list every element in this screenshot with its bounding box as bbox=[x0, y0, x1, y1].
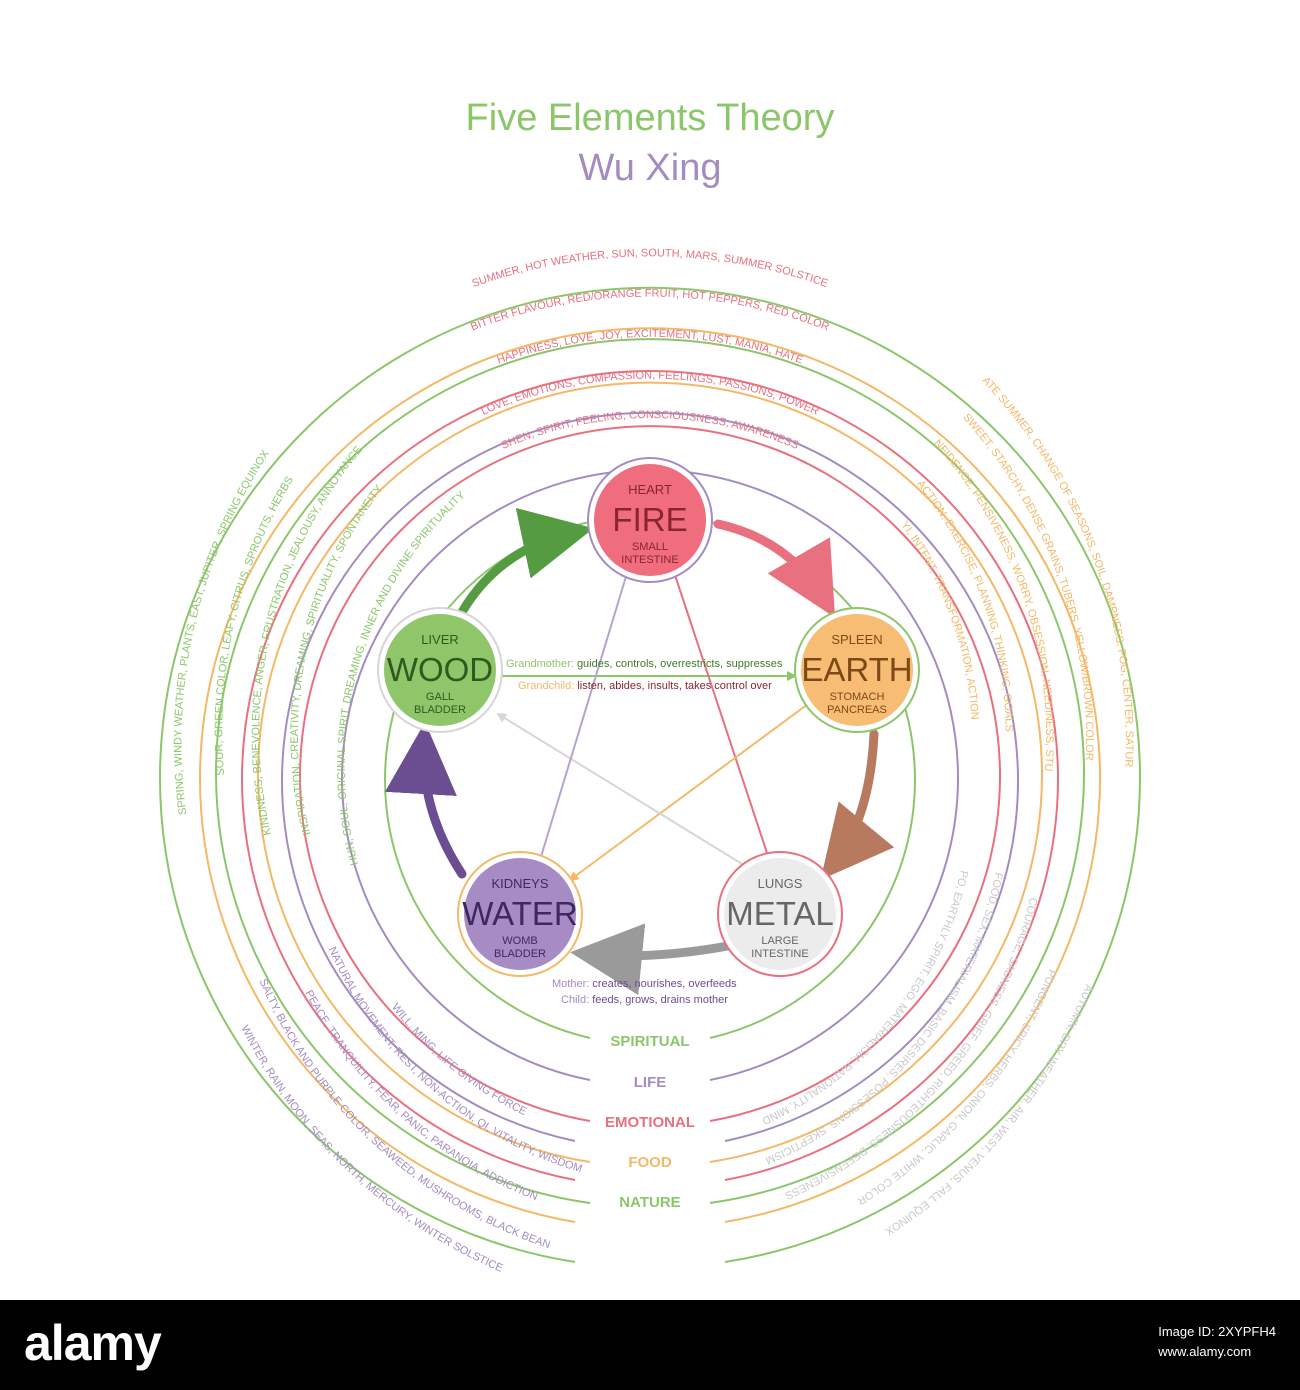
node-water-name: WATER bbox=[462, 895, 577, 932]
node-wood-name: WOOD bbox=[387, 651, 493, 688]
layer-label-life: LIFE bbox=[634, 1074, 667, 1091]
node-wood-sub2: BLADDER bbox=[414, 704, 466, 716]
node-metal-name: METAL bbox=[726, 895, 834, 932]
node-fire-sub1: SMALL bbox=[632, 541, 668, 553]
grandchild-note: Grandchild: listen, abides, insults, tak… bbox=[518, 680, 772, 692]
arrow-fire-to-metal bbox=[671, 565, 773, 864]
mother-text: creates, nourishes, overfeeds bbox=[592, 978, 737, 990]
svg-text:Child: feeds, grows, dra: Child: feeds, grows, drains mother bbox=[561, 994, 728, 1006]
grandchild-label: Grandchild: bbox=[518, 680, 574, 692]
layer-label-nature: NATURE bbox=[619, 1194, 680, 1211]
ring-outer-1 bbox=[281, 411, 1019, 1142]
footer-meta: Image ID: 2XYPFH4 www.alamy.com bbox=[1158, 1322, 1276, 1362]
node-fire-sub2: INTESTINE bbox=[621, 554, 678, 566]
child-label: Child: bbox=[561, 994, 589, 1006]
node-water-sub1: WOMB bbox=[502, 935, 537, 947]
node-earth-sub1: STOMACH bbox=[830, 691, 885, 703]
layer-label-food: FOOD bbox=[628, 1154, 671, 1171]
arrow-earth-to-metal bbox=[820, 729, 895, 880]
grandchild-text: listen, abides, insults, takes control o… bbox=[577, 680, 772, 692]
ring-food bbox=[257, 381, 1043, 1163]
arrow-earth-to-water bbox=[568, 703, 809, 882]
grandmother-note: Grandmother: guides, controls, overrestr… bbox=[506, 658, 783, 670]
control-cycle bbox=[496, 565, 809, 882]
layer-labels: SPIRITUAL LIFE EMOTIONAL FOOD NATURE bbox=[605, 1033, 695, 1211]
node-water: KIDNEYS WATER WOMB BLADDER bbox=[457, 851, 583, 977]
arrow-fire-to-earth bbox=[713, 519, 836, 618]
stock-footer: alamy Image ID: 2XYPFH4 www.alamy.com bbox=[0, 1300, 1300, 1390]
arrow-wood-to-fire bbox=[457, 507, 594, 617]
svg-text:Grandchild: listen, abid: Grandchild: listen, abides, insults, tak… bbox=[518, 680, 772, 692]
five-elements-diagram: Five Elements Theory Wu Xing SPIRITUAL L… bbox=[0, 0, 1141, 1275]
site-link[interactable]: www.alamy.com bbox=[1158, 1344, 1252, 1359]
arrow-water-to-fire bbox=[539, 568, 631, 861]
node-earth: SPLEEN EARTH STOMACH PANCREAS bbox=[794, 607, 920, 733]
node-water-organ: KIDNEYS bbox=[491, 876, 548, 891]
layer-label-spiritual: SPIRITUAL bbox=[610, 1033, 689, 1050]
layer-rings bbox=[215, 338, 1085, 1204]
ring-nature bbox=[215, 338, 1085, 1204]
arc-text-fire-emotional: HAPPINESS, LOVE, JOY, EXCITEMENT, LUST, … bbox=[495, 328, 804, 367]
ring-emotional bbox=[299, 425, 1001, 1122]
node-metal-sub2: INTESTINE bbox=[751, 948, 808, 960]
arrow-water-to-wood bbox=[384, 722, 467, 879]
ring-outer-4 bbox=[159, 286, 1141, 1263]
child-note: Child: feeds, grows, drains mother bbox=[561, 994, 728, 1006]
node-metal-organ: LUNGS bbox=[758, 876, 803, 891]
grandmother-label: Grandmother: bbox=[506, 658, 574, 670]
node-wood-sub1: GALL bbox=[426, 691, 454, 703]
page-subtitle: Wu Xing bbox=[579, 147, 722, 189]
arc-text-fire-spiritual: SHEN, SPIRIT, FEELING, CONSCIOUSNESS, AW… bbox=[500, 409, 801, 452]
arc-text-fire-nature: SUMMER, HOT WEATHER, SUN, SOUTH, MARS, S… bbox=[471, 247, 830, 290]
brand-logo: alamy bbox=[24, 1315, 162, 1371]
arc-text-water-nature: WINTER, RAIN, MOON, SEAS, NORTH, MERCURY… bbox=[238, 1024, 504, 1275]
ring-outer-2 bbox=[241, 369, 1059, 1181]
generation-cycle bbox=[384, 507, 895, 996]
page-title: Five Elements Theory bbox=[466, 97, 835, 139]
child-text: feeds, grows, drains mother bbox=[592, 994, 728, 1006]
node-wood-organ: LIVER bbox=[421, 632, 459, 647]
svg-text:Mother: creates, nourish: Mother: creates, nourishes, overfeeds bbox=[552, 978, 737, 990]
arc-texts-fire: SHEN, SPIRIT, FEELING, CONSCIOUSNESS, AW… bbox=[469, 247, 831, 452]
arc-text-fire-food: BITTER FLAVOUR, RED/ORANGE FRUIT, HOT PE… bbox=[469, 288, 831, 334]
arrow-metal-to-water bbox=[570, 923, 733, 996]
image-id: Image ID: 2XYPFH4 bbox=[1158, 1324, 1276, 1339]
mother-note: Mother: creates, nourishes, overfeeds bbox=[552, 978, 737, 990]
node-fire-name: FIRE bbox=[612, 501, 687, 538]
node-metal-sub1: LARGE bbox=[761, 935, 798, 947]
ring-outer-3 bbox=[199, 327, 1101, 1223]
outer-rings bbox=[159, 286, 1141, 1263]
svg-text:Grandmother: guides, con: Grandmother: guides, controls, overrestr… bbox=[506, 658, 783, 670]
node-fire: HEART FIRE SMALL INTESTINE bbox=[587, 457, 713, 583]
layer-label-emotional: EMOTIONAL bbox=[605, 1114, 695, 1131]
node-earth-name: EARTH bbox=[801, 651, 912, 688]
node-wood: LIVER WOOD GALL BLADDER bbox=[377, 607, 503, 733]
mother-label: Mother: bbox=[552, 978, 589, 990]
arrow-metal-to-wood bbox=[496, 712, 743, 865]
node-fire-organ: HEART bbox=[628, 482, 672, 497]
node-earth-sub2: PANCREAS bbox=[827, 704, 887, 716]
node-earth-organ: SPLEEN bbox=[831, 632, 882, 647]
grandmother-text: guides, controls, overrestricts, suppres… bbox=[577, 658, 783, 670]
node-metal: LUNGS METAL LARGE INTESTINE bbox=[717, 851, 843, 977]
node-water-sub2: BLADDER bbox=[494, 948, 546, 960]
